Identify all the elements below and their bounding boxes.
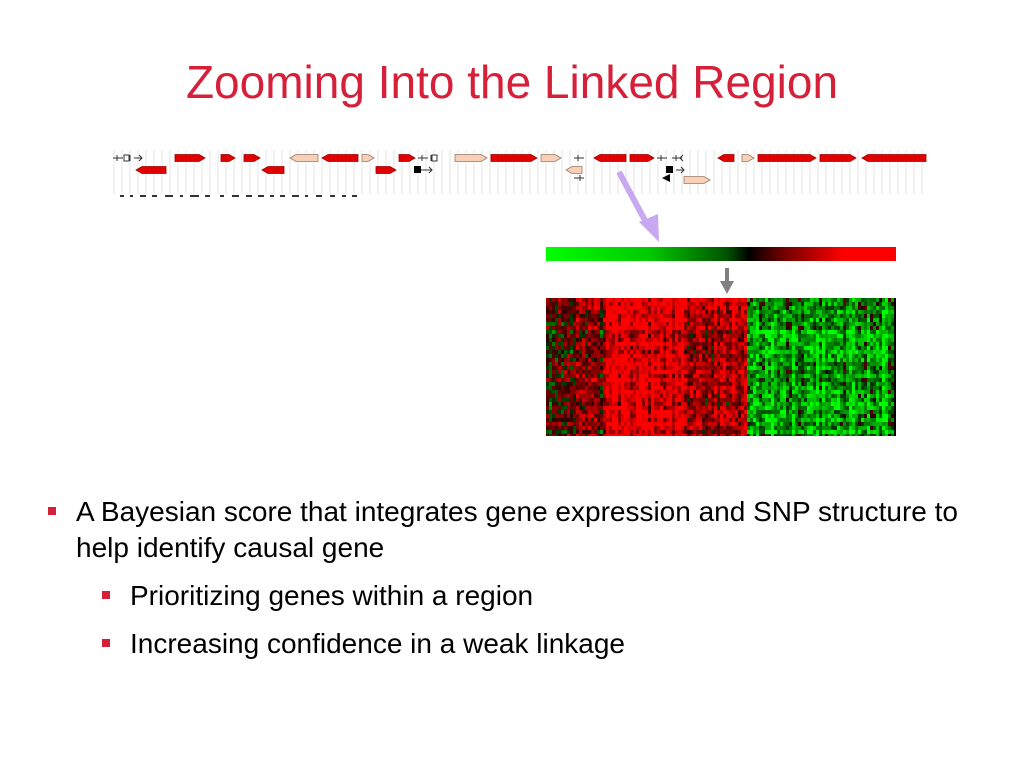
gene-arrow [717,154,735,162]
sub-bullet-item: Prioritizing genes within a region [46,578,986,614]
gene-arrow [490,154,538,162]
gene-arrow [454,154,488,162]
gene-map [112,150,928,203]
slide-title: Zooming Into the Linked Region [185,56,839,108]
square-bullet-icon [48,507,56,515]
sub-bullet-item: Increasing confidence in a weak linkage [46,626,986,662]
gene-arrow [321,154,359,162]
gene-arrow [540,154,562,162]
gene-arrow [565,166,583,174]
gene-arrow [289,154,319,162]
gene-arrow [261,166,285,174]
gene-arrow [861,154,927,162]
gene-arrow [135,166,167,174]
gene-arrow [375,166,397,174]
color-scale-bar [546,247,896,261]
bullet-text: A Bayesian score that integrates gene ex… [76,496,958,563]
gene-arrows [135,154,927,184]
gene-arrow [593,154,627,162]
bullet-item: A Bayesian score that integrates gene ex… [46,494,986,566]
gene-arrow [361,154,375,162]
gene-arrow [741,154,755,162]
bullet-list: A Bayesian score that integrates gene ex… [46,494,986,674]
expression-heatmap [546,298,896,436]
gene-arrow [683,176,711,184]
diagonal-arrow-icon [616,170,659,242]
bullet-text: Increasing confidence in a weak linkage [130,628,625,659]
square-bullet-icon [102,591,110,599]
gene-map-small-marks [113,154,685,181]
gene-arrow [174,154,206,162]
gene-arrow [819,154,857,162]
gene-arrow [243,154,261,162]
gene-arrow [757,154,817,162]
bullet-text: Prioritizing genes within a region [130,580,534,611]
gene-arrow [220,154,236,162]
square-bullet-icon [102,639,110,647]
gene-arrow [629,154,655,162]
down-arrow-icon [720,268,734,294]
gene-arrow [398,154,416,162]
